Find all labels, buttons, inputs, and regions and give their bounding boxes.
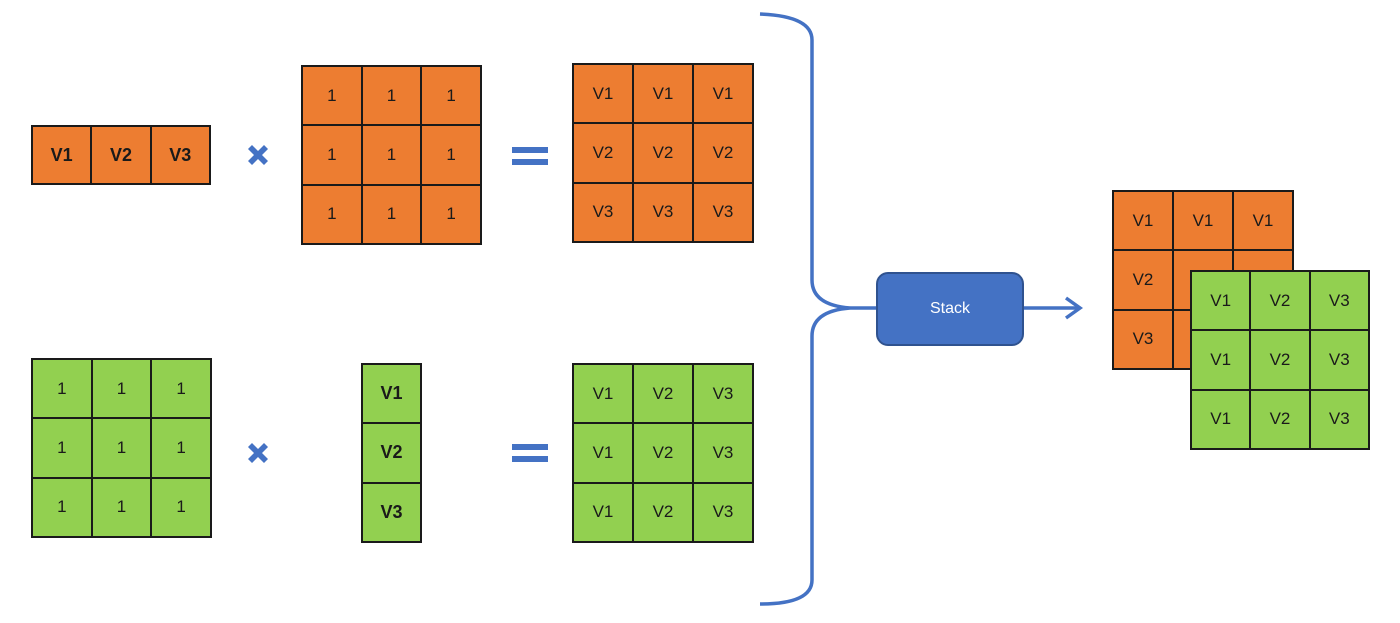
matrix-cell: 1 xyxy=(421,66,481,126)
matrix-cell: 1 xyxy=(361,125,422,185)
matrix-cell: V1 xyxy=(573,64,633,124)
matrix-cell: V2 xyxy=(1250,271,1310,331)
matrix-cell: V1 xyxy=(633,64,693,124)
matrix-cell: V3 xyxy=(573,182,633,242)
matrix-cell: V1 xyxy=(573,364,633,424)
matrix-cell: V2 xyxy=(1113,250,1173,310)
matrix-cell: V1 xyxy=(1173,191,1233,251)
vector-cell: V2 xyxy=(91,126,151,184)
matrix-cell: V3 xyxy=(1309,271,1369,331)
matrix-cell: V1 xyxy=(573,482,633,542)
matrix-cell: 1 xyxy=(32,418,92,478)
matrix-cell: V3 xyxy=(693,423,753,483)
matrix-cell: 1 xyxy=(91,418,152,478)
vector-cell: V1 xyxy=(32,126,92,184)
equals-icon xyxy=(512,444,548,462)
matrix-cell: V2 xyxy=(573,123,633,183)
matrix-cell: V1 xyxy=(1191,271,1251,331)
bottom-row-vector: V1 V2 V3 xyxy=(361,363,422,543)
matrix-cell: 1 xyxy=(302,66,362,126)
matrix-cell: V1 xyxy=(1113,191,1173,251)
matrix-cell: 1 xyxy=(151,418,211,478)
matrix-cell: V3 xyxy=(1309,389,1369,449)
multiply-icon xyxy=(248,443,268,463)
matrix-cell: V3 xyxy=(693,364,753,424)
top-row-ones-matrix: 1 1 1 1 1 1 1 1 1 xyxy=(301,65,482,245)
matrix-cell: 1 xyxy=(151,477,211,537)
matrix-cell: 1 xyxy=(151,359,211,419)
matrix-cell: V2 xyxy=(633,423,693,483)
matrix-cell: V1 xyxy=(1191,330,1251,390)
brace-icon xyxy=(759,12,851,606)
matrix-cell: 1 xyxy=(302,125,362,185)
multiply-icon xyxy=(248,145,268,165)
matrix-cell: V2 xyxy=(693,123,753,183)
matrix-cell: V3 xyxy=(1113,309,1173,369)
matrix-cell: 1 xyxy=(421,184,481,244)
vector-cell: V3 xyxy=(362,482,421,542)
matrix-cell: 1 xyxy=(91,477,152,537)
equals-icon xyxy=(512,147,548,165)
matrix-cell: V3 xyxy=(1309,330,1369,390)
bottom-row-ones-matrix: 1 1 1 1 1 1 1 1 1 xyxy=(31,358,212,538)
matrix-cell: 1 xyxy=(32,477,92,537)
matrix-cell: 1 xyxy=(302,184,362,244)
matrix-cell: V2 xyxy=(633,123,693,183)
arrow-right-icon xyxy=(1024,296,1084,320)
output-front-matrix: V1 V2 V3 V1 V2 V3 V1 V2 V3 xyxy=(1190,270,1370,450)
matrix-cell: 1 xyxy=(421,125,481,185)
matrix-cell: 1 xyxy=(361,66,422,126)
matrix-cell: 1 xyxy=(361,184,422,244)
matrix-cell: V2 xyxy=(1250,389,1310,449)
matrix-cell: V2 xyxy=(633,364,693,424)
top-row-result-matrix: V1 V1 V1 V2 V2 V2 V3 V3 V3 xyxy=(572,63,754,243)
vector-cell: V1 xyxy=(362,364,421,424)
matrix-cell: 1 xyxy=(32,359,92,419)
stack-button: Stack xyxy=(876,272,1024,346)
matrix-cell: V1 xyxy=(693,64,753,124)
matrix-cell: V1 xyxy=(1191,389,1251,449)
matrix-cell: V3 xyxy=(693,482,753,542)
matrix-cell: V3 xyxy=(633,182,693,242)
matrix-cell: V2 xyxy=(633,482,693,542)
matrix-cell: V2 xyxy=(1250,330,1310,390)
matrix-cell: V1 xyxy=(573,423,633,483)
top-row-vector: V1 V2 V3 xyxy=(31,125,211,185)
vector-cell: V3 xyxy=(150,126,210,184)
matrix-cell: 1 xyxy=(91,359,152,419)
vector-cell: V2 xyxy=(362,423,421,483)
matrix-cell: V3 xyxy=(693,182,753,242)
bottom-row-result-matrix: V1 V2 V3 V1 V2 V3 V1 V2 V3 xyxy=(572,363,754,543)
matrix-cell: V1 xyxy=(1233,191,1293,251)
